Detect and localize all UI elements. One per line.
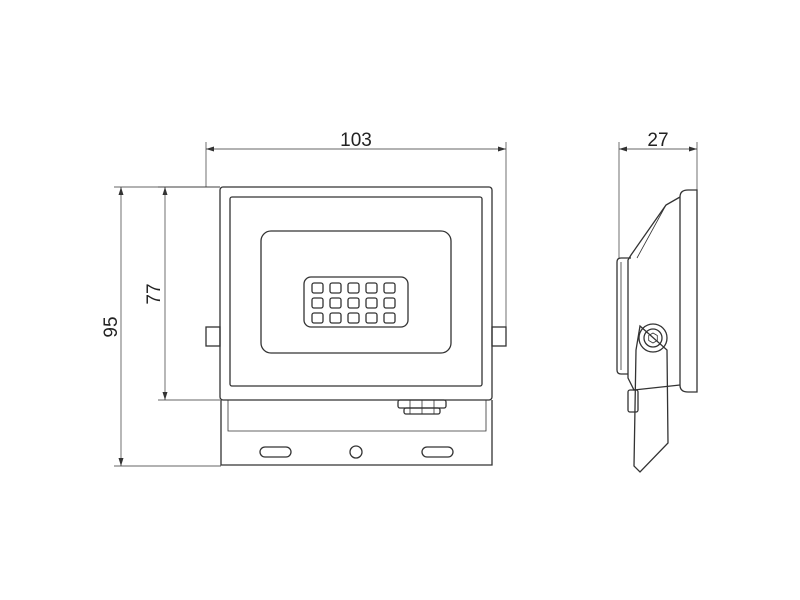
led-chip (311, 282, 324, 294)
bracket-slot-right (421, 446, 454, 458)
side-lens-profile (679, 189, 698, 393)
led-chip (329, 297, 342, 309)
dimension-width-label: 103 (340, 130, 372, 151)
led-chip (347, 282, 360, 294)
lens-window (260, 230, 452, 354)
left-bracket-lug (205, 326, 221, 347)
led-chip (329, 312, 342, 324)
dimension-total-height-label: 95 (101, 316, 122, 337)
led-module (303, 276, 409, 328)
led-chip (311, 297, 324, 309)
side-driver-box (616, 257, 631, 375)
housing-outer (219, 186, 493, 401)
side-cable-gland (627, 389, 639, 413)
front-view (205, 186, 507, 466)
dimension-depth-label: 27 (647, 130, 668, 151)
right-bracket-lug (491, 326, 507, 347)
mounting-bracket (220, 400, 493, 466)
housing-inner-frame (229, 196, 483, 387)
dimension-width (205, 142, 507, 330)
led-grid (311, 282, 396, 324)
led-chip (347, 297, 360, 309)
bracket-center-hole (349, 445, 363, 459)
pivot-knob-inner (643, 328, 663, 348)
led-chip (329, 282, 342, 294)
bracket-slot-left (259, 446, 292, 458)
dimension-total-height (114, 186, 221, 467)
led-chip (383, 312, 396, 324)
cable-gland (397, 399, 447, 415)
hex-socket-icon (648, 332, 658, 344)
led-chip (311, 312, 324, 324)
dimension-body-height (158, 186, 220, 401)
dimension-depth (618, 142, 698, 258)
led-chip (347, 312, 360, 324)
side-mounting-arm (633, 324, 669, 473)
led-chip (365, 312, 378, 324)
pivot-knob-outer (638, 323, 668, 353)
side-view (616, 189, 698, 473)
dimension-body-height-label: 77 (144, 283, 165, 304)
led-chip (365, 282, 378, 294)
led-chip (383, 282, 396, 294)
led-chip (365, 297, 378, 309)
led-chip (383, 297, 396, 309)
